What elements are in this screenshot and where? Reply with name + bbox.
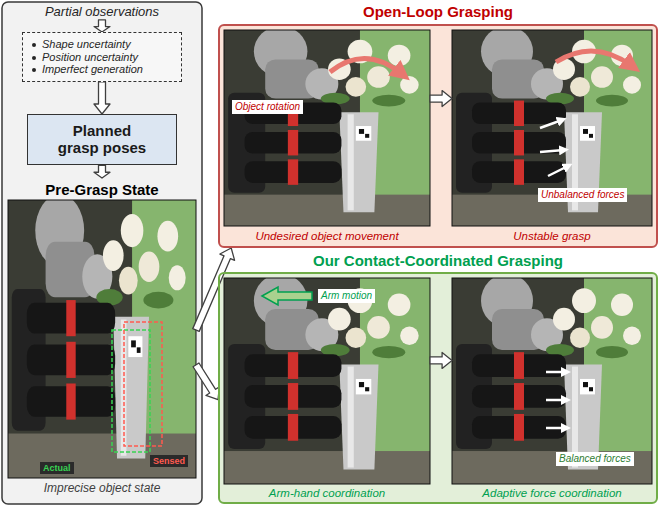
photo-label: Unbalanced forces	[538, 188, 627, 202]
caption: Undesired object movement	[255, 230, 398, 243]
sensed-outline	[124, 322, 162, 446]
caption: Unstable grasp	[513, 230, 590, 243]
panel-fill	[219, 25, 657, 247]
force-arrow	[540, 120, 562, 128]
process-box: Planned grasp poses	[27, 114, 177, 165]
process-label: Planned grasp poses	[54, 122, 150, 157]
block-arrow	[94, 82, 110, 114]
input-label: Partial observations	[45, 5, 159, 20]
force-arrow	[546, 371, 566, 374]
force-arrow	[546, 399, 566, 402]
photo-label: Balanced forces	[556, 452, 634, 466]
panel-fill	[219, 273, 657, 503]
block-arrow	[430, 91, 452, 107]
force-arrow	[546, 427, 566, 430]
photo	[224, 26, 430, 226]
photo-frame	[452, 278, 652, 484]
photo-panel: Pre-Grasp StateActual SensedImprecise obj…	[8, 178, 196, 498]
block-arrow	[94, 20, 110, 32]
caption: Adaptive force coordination	[482, 487, 621, 500]
actual-outline	[112, 330, 150, 452]
photo	[452, 274, 652, 484]
photo-panel: Arm motionArm-hand coordination	[224, 278, 430, 484]
caption: Arm-hand coordination	[269, 487, 385, 500]
photo-panel: Unbalanced forcesUnstable grasp	[452, 30, 652, 226]
method-panel: Object rotationUndesired object movement…	[218, 24, 658, 248]
rotation-arrow	[330, 58, 402, 74]
photo-label: Object rotation	[232, 100, 303, 114]
photo-label: Actual	[40, 462, 74, 474]
photo	[452, 26, 652, 226]
arm-motion-arrow	[262, 287, 312, 305]
method-panel: Arm motionArm-hand coordinationBalanced …	[218, 272, 658, 504]
photo	[224, 274, 430, 484]
photo-frame	[224, 30, 430, 226]
photo-frame	[452, 30, 652, 226]
photo-frame	[8, 200, 196, 478]
left-panel	[2, 2, 202, 504]
photo-panel: Object rotationUndesired object movement	[224, 30, 430, 226]
bullet-item: Imperfect generation	[31, 63, 173, 76]
rotation-arrow	[556, 51, 632, 66]
force-arrow	[548, 166, 568, 176]
block-arrow	[193, 363, 219, 400]
panel-title: Open-Loop Grasping	[363, 3, 513, 20]
panel-title: Our Contact-Coordinated Grasping	[313, 252, 563, 269]
bullet-item: Shape uncertainty	[31, 38, 173, 51]
photo	[8, 194, 196, 478]
photo-panel: Balanced forcesAdaptive force coordinati…	[452, 278, 652, 484]
photo-label: Arm motion	[318, 289, 375, 303]
input-label: Partial observations	[45, 5, 159, 20]
uncertainty-box: Shape uncertaintyPosition uncertaintyImp…	[22, 32, 182, 82]
block-arrow	[193, 248, 235, 331]
photo-label: Sensed	[150, 455, 188, 467]
block-arrow	[430, 352, 452, 368]
heading: Pre-Grasp State	[45, 181, 158, 198]
block-arrow	[94, 165, 110, 178]
caption: Imprecise object state	[44, 482, 161, 496]
force-arrow	[540, 150, 564, 152]
bullet-item: Position uncertainty	[31, 51, 173, 64]
photo-frame	[224, 278, 430, 484]
